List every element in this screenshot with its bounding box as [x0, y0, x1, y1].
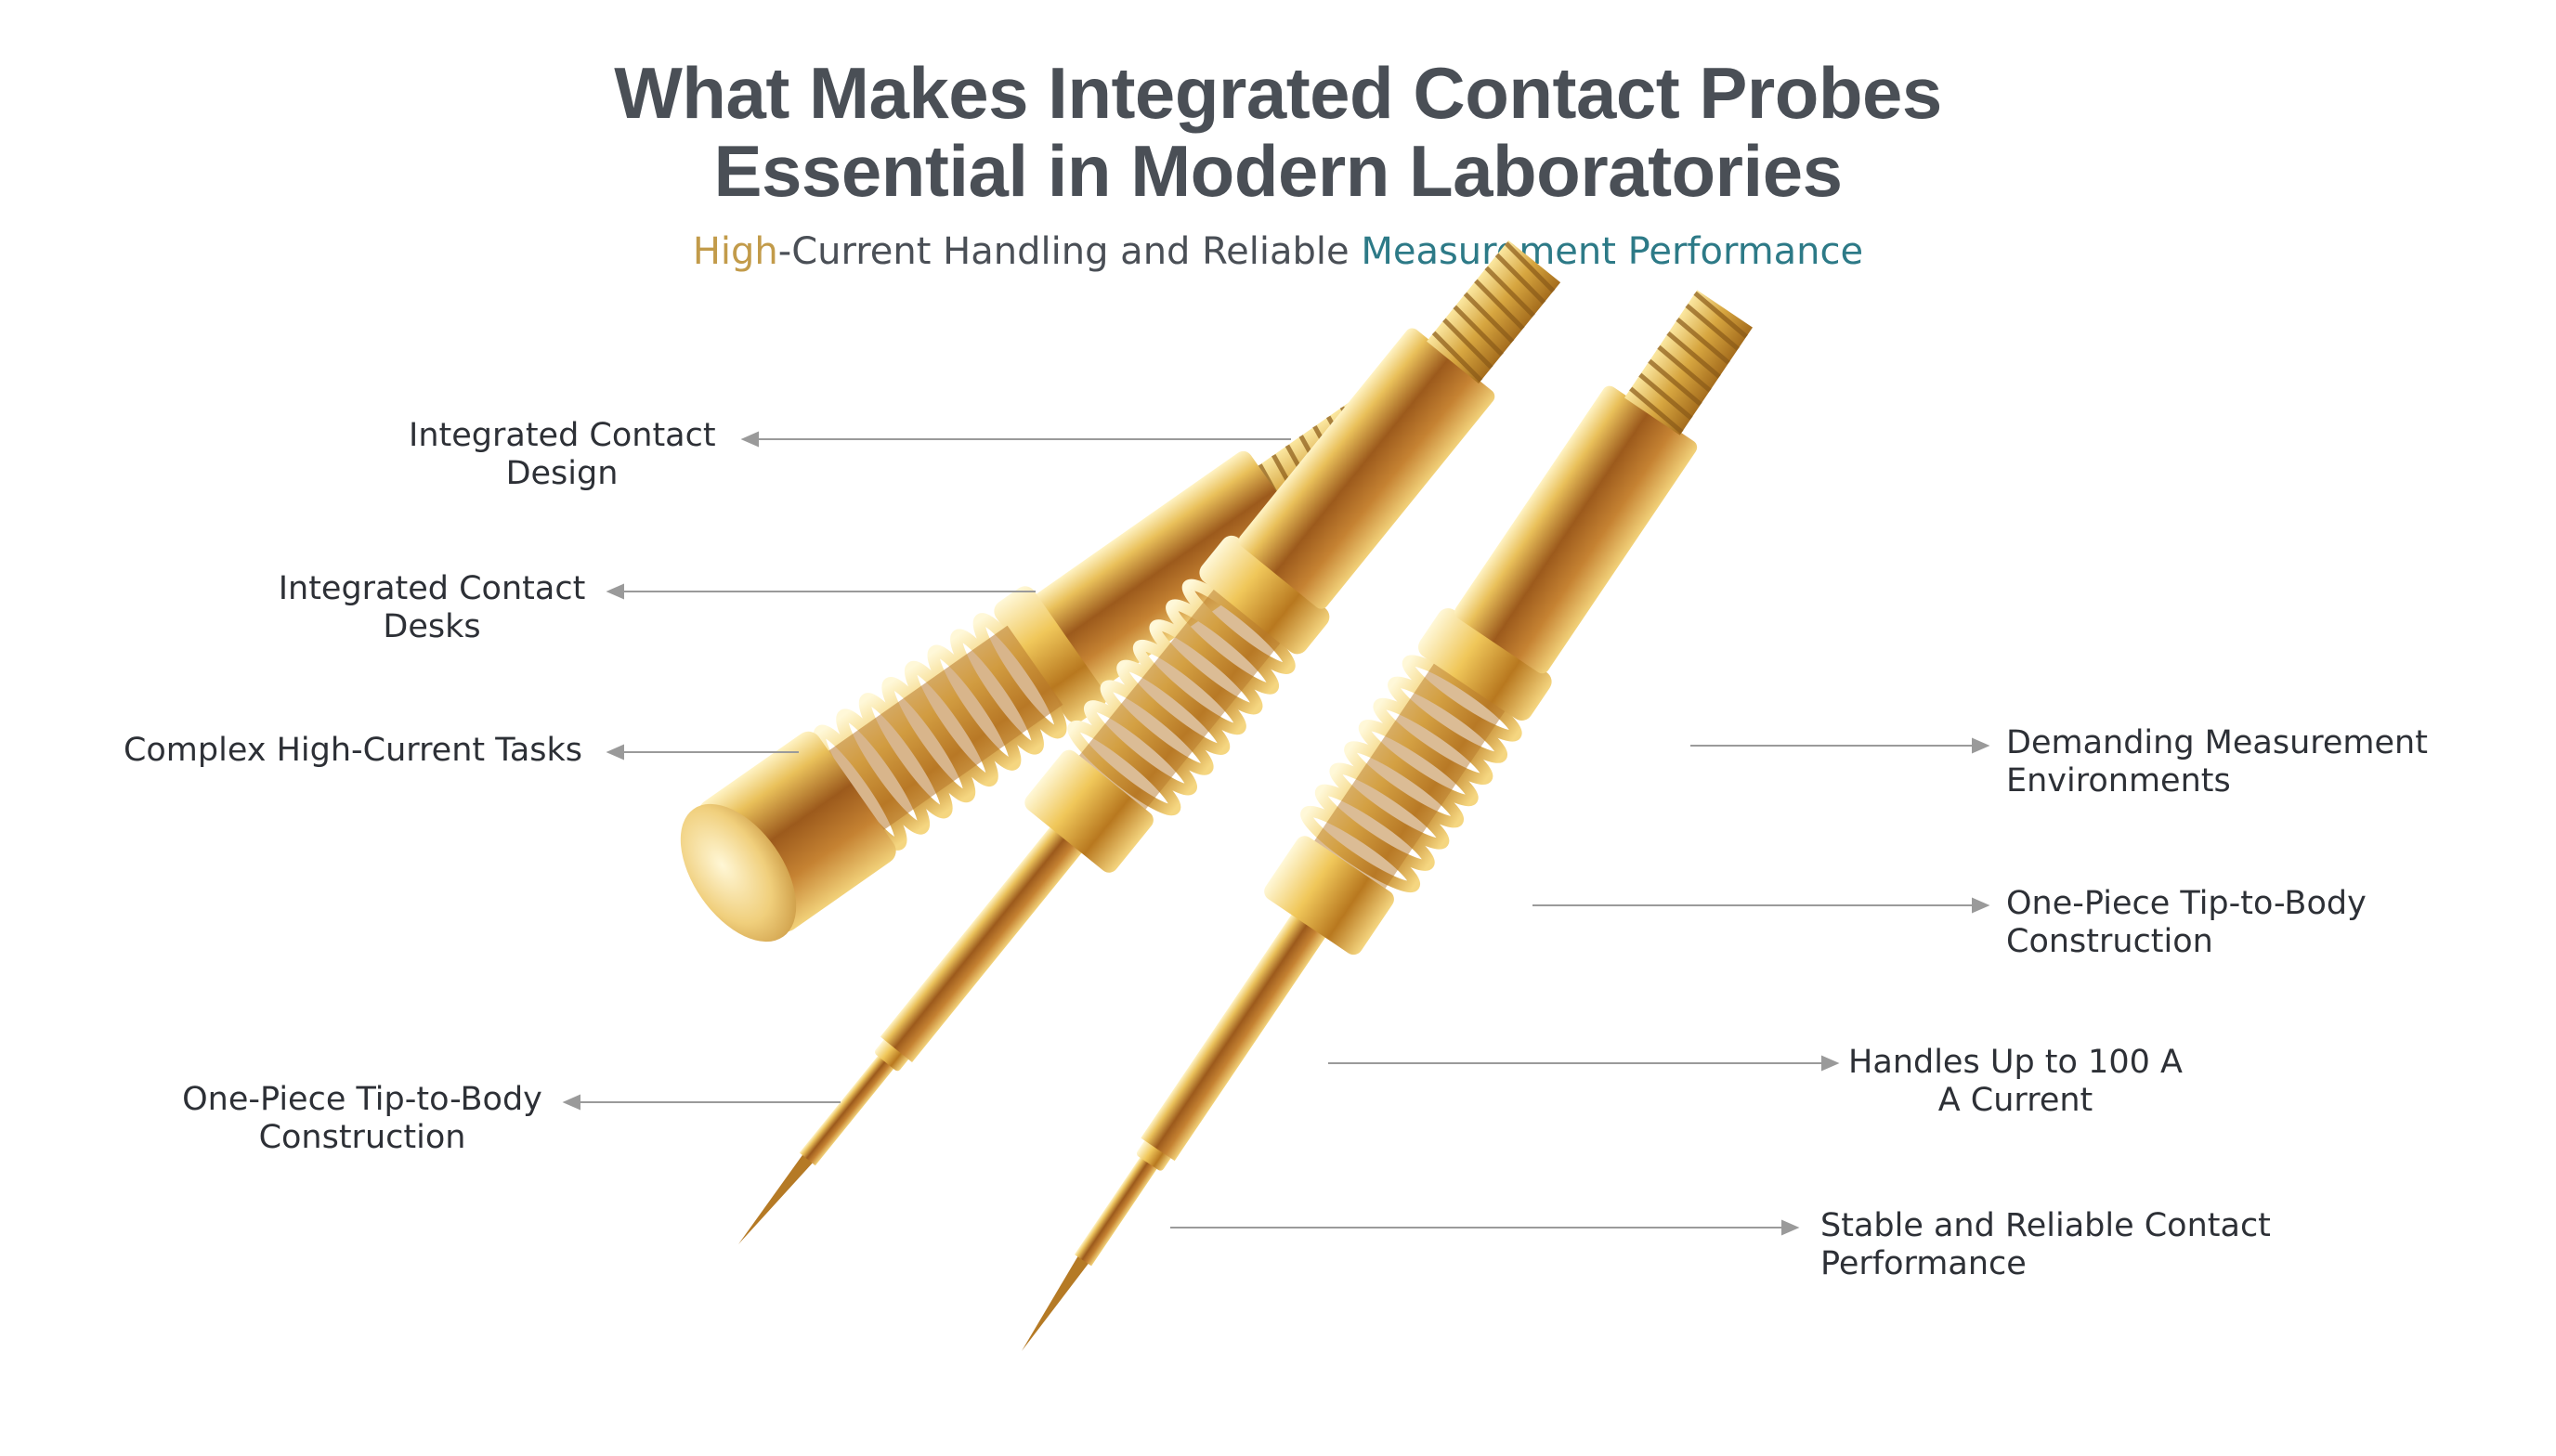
probe-2-tip: [738, 1153, 814, 1244]
probe-2-barrel: [1238, 328, 1495, 609]
page-title: What Makes Integrated Contact Probes Ess…: [0, 54, 2556, 210]
probe-3-upper-collar: [1417, 608, 1552, 721]
label-one-piece-left: One-Piece Tip-to-Body Construction: [182, 1081, 542, 1156]
label-one-piece-right: One-Piece Tip-to-Body Construction: [2006, 885, 2367, 960]
probe-2-thread: [1427, 240, 1561, 384]
probe-3: [1022, 290, 1753, 1351]
probe-2-lower-collar: [1024, 749, 1154, 873]
title-line-2: Essential in Modern Laboratories: [713, 130, 1843, 212]
label-integrated-contact-desks: Integrated Contact Desks: [278, 570, 586, 645]
probe-3-barrel: [1454, 385, 1698, 674]
leader-lines: [562, 431, 1990, 1236]
subtitle-dark-part: -Current Handling and Reliable: [777, 230, 1362, 273]
probe-2-upper-collar: [1199, 535, 1330, 655]
probe-3-tip: [1022, 1254, 1089, 1351]
subtitle: High-Current Handling and Reliable Measu…: [0, 228, 2556, 275]
label-integrated-contact-design: Integrated Contact Design: [409, 417, 716, 492]
subtitle-gold-part: High: [692, 230, 778, 273]
probe-1-end-face: [680, 803, 797, 942]
label-demanding-measurement-environments: Demanding Measurement Environments: [2006, 724, 2428, 800]
probe-1-collar: [994, 586, 1107, 723]
title-line-1: What Makes Integrated Contact Probes: [614, 52, 1942, 134]
probe-3-lower-collar: [1264, 836, 1394, 956]
probe-1-upper-barrel: [1028, 450, 1309, 693]
label-handles-up-to-100a: Handles Up to 100 A A Current: [1848, 1044, 2183, 1119]
probe-2-shaft: [880, 820, 1088, 1063]
label-stable-reliable-contact: Stable and Reliable Contact Performance: [1820, 1207, 2271, 1282]
probe-2: [738, 240, 1561, 1244]
subtitle-teal-part: Measurement Performance: [1361, 230, 1864, 273]
label-complex-high-current-tasks: Complex High-Current Tasks: [123, 732, 583, 769]
probe-3-shaft: [1141, 906, 1331, 1162]
probe-3-thread: [1624, 290, 1753, 436]
